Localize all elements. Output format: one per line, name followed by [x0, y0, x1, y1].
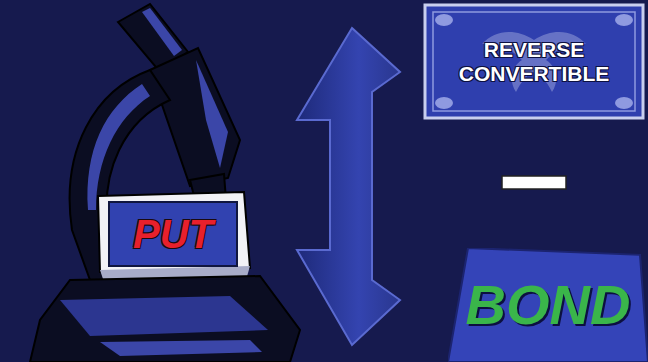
base-highlight — [60, 296, 268, 336]
box-label: REVERSE CONVERTIBLE — [444, 38, 624, 86]
box-label: PUT — [133, 211, 213, 257]
bond-box: BOND — [448, 248, 648, 362]
bill-border — [425, 5, 643, 118]
bill-inner-border — [433, 12, 635, 111]
microscope — [30, 4, 300, 362]
minus-sign — [502, 176, 566, 189]
stage-card — [98, 192, 250, 272]
double-arrow — [297, 28, 400, 345]
bill-corner — [435, 14, 453, 26]
bill-corner — [615, 14, 633, 26]
base-stripe — [100, 340, 262, 356]
arm-highlight — [88, 84, 150, 210]
eyepiece-highlight — [142, 8, 182, 56]
bill-box: REVERSE CONVERTIBLE — [428, 10, 640, 114]
bill-corner — [615, 97, 633, 109]
put-box: PUT — [108, 201, 238, 267]
microscope-head — [150, 48, 240, 186]
head-highlight — [196, 60, 228, 168]
bill — [425, 5, 643, 118]
bill-corner — [435, 97, 453, 109]
microscope-base — [30, 276, 300, 362]
box-label: BOND — [466, 273, 631, 337]
bond-shape-fill — [448, 248, 648, 362]
